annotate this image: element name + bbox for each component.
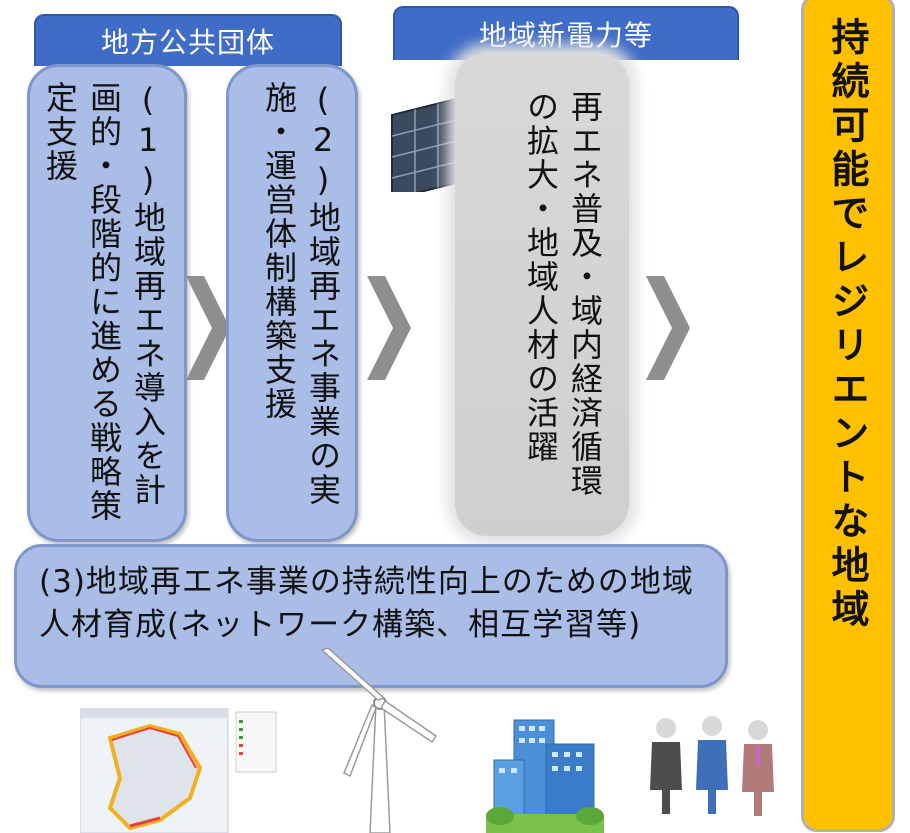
step1-box: (1)地域再エネ導入を計画的・段階的に進める戦略策定支援	[27, 64, 187, 542]
training-text: (3)地域再エネ事業の持続性向上のための地域人材育成(ネットワーク構築、相互学習…	[39, 564, 694, 643]
chevron-right-icon	[646, 276, 690, 380]
result-box: 持続可能でレジリエントな地域	[801, 0, 895, 832]
people-icon	[650, 716, 774, 816]
step2-box: (2)地域再エネ事業の実施・運営体制構築支援	[226, 64, 358, 542]
training-box: (3)地域再エネ事業の持続性向上のための地域人材育成(ネットワーク構築、相互学習…	[14, 544, 728, 688]
local-gov-label: 地方公共団体	[100, 26, 275, 59]
solar-panel-icon	[391, 96, 463, 192]
step1-text: (1)地域再エネ導入を計画的・段階的に進める戦略策定支援	[41, 81, 167, 523]
outcome-text: 再エネ普及・域内経済循環の拡大・地域人材の活躍	[522, 90, 604, 498]
power-company-label: 地域新電力等	[478, 19, 653, 52]
outcome-box: 再エネ普及・域内経済循環の拡大・地域人材の活躍	[455, 52, 629, 536]
chevron-right-icon	[367, 276, 411, 380]
map-icon	[80, 708, 277, 833]
step2-text: (2)地域再エネ事業の実施・運営体制構築支援	[260, 81, 342, 507]
result-text: 持続可能でレジリエントな地域	[825, 17, 869, 633]
wind-turbine-icon	[320, 648, 438, 833]
building-icon	[486, 719, 604, 833]
power-company-header: 地域新電力等	[393, 6, 739, 60]
chevron-right-icon	[186, 276, 230, 380]
local-gov-header: 地方公共団体	[34, 14, 342, 66]
